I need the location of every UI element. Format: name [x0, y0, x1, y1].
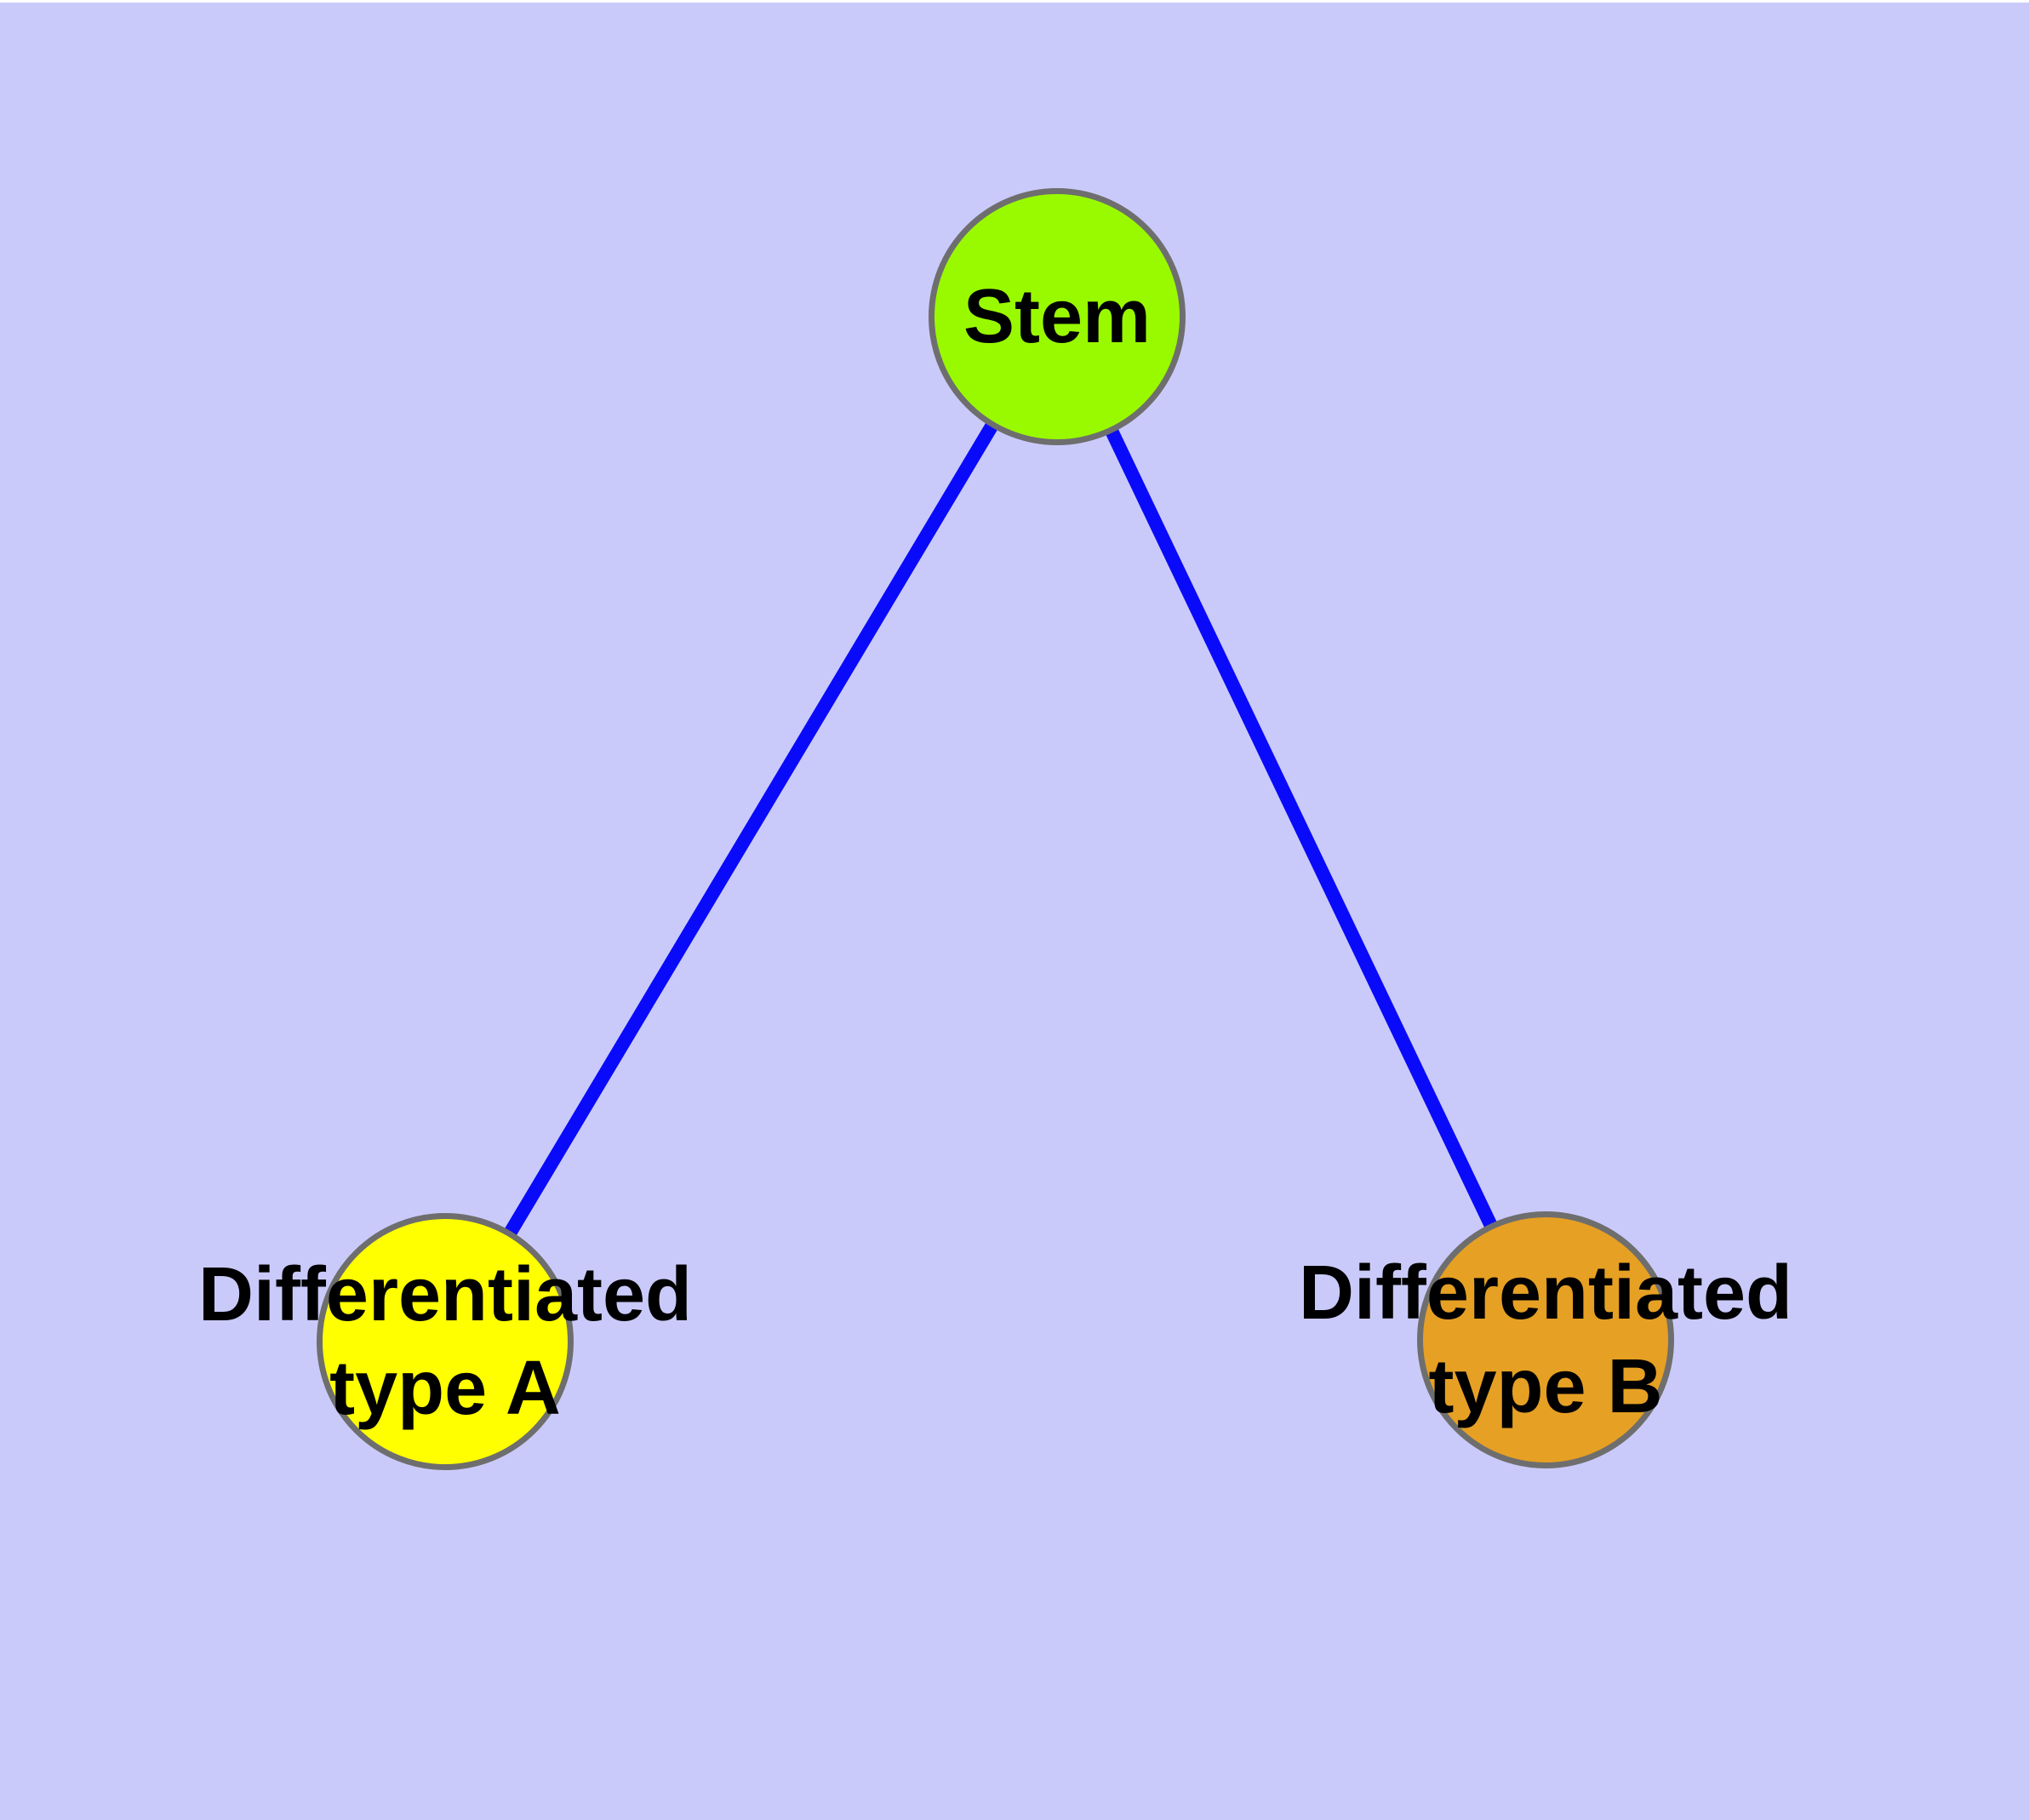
top-border-strip [0, 0, 2029, 3]
node-type-a-label-line1: Differentiated [198, 1252, 692, 1337]
node-stem-label: Stem [963, 274, 1151, 359]
node-type-a [317, 1213, 574, 1470]
node-type-b-label-line2: type B [1428, 1344, 1662, 1429]
node-type-a-label-line2: type A [329, 1346, 561, 1431]
node-type-b-label-line1: Differentiated [1299, 1251, 1792, 1336]
node-stem [929, 188, 1186, 445]
node-type-b [1417, 1211, 1674, 1468]
edge-stem-to-type-b [1050, 313, 1552, 1343]
edge-stem-to-type-a [439, 312, 1063, 1346]
